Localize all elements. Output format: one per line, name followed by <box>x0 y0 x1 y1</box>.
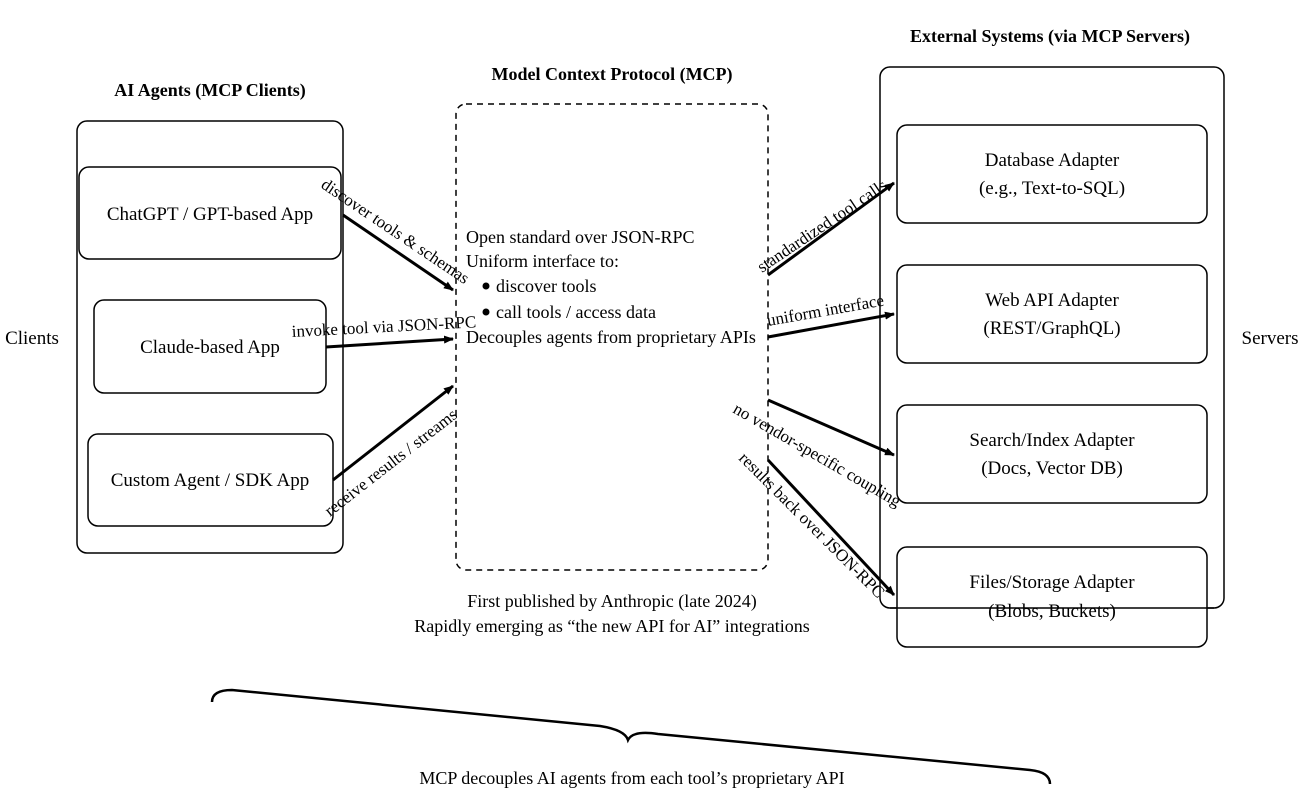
adapter-title-search: Search/Index Adapter <box>969 430 1135 451</box>
mcp-note-line-1: First published by Anthropic (late 2024) <box>467 591 756 612</box>
arrow-discover <box>342 213 454 292</box>
adapter-subtitle-database: (e.g., Text-to-SQL) <box>979 178 1125 199</box>
client-label-custom: Custom Agent / SDK App <box>111 470 309 491</box>
bullet-icon <box>482 282 490 290</box>
mcp-text-line-5: Decouples agents from proprietary APIs <box>466 327 756 347</box>
clients-side-label: Clients <box>5 328 59 349</box>
mcp-text-bullet-1: discover tools <box>496 276 597 296</box>
brace-caption: MCP decouples AI agents from each tool’s… <box>419 768 844 788</box>
adapter-box-webapi <box>896 264 1208 364</box>
bottom-brace <box>210 688 1052 785</box>
adapter-title-files: Files/Storage Adapter <box>969 572 1135 593</box>
adapter-box-search <box>896 404 1208 504</box>
arrow-no-vendor <box>767 398 895 457</box>
mcp-text-bullet-2: call tools / access data <box>496 302 656 322</box>
mcp-note-line-2: Rapidly emerging as “the new API for AI”… <box>414 616 810 636</box>
client-label-claude: Claude-based App <box>140 337 280 358</box>
clients-group-box <box>76 120 344 554</box>
edge-label-receive: receive results / streams <box>321 405 461 520</box>
arrow-results-back <box>766 458 896 597</box>
edge-label-uniform: uniform interface <box>765 291 885 330</box>
arrow-standardized <box>767 181 895 277</box>
bullet-icon <box>482 308 490 316</box>
adapter-title-webapi: Web API Adapter <box>985 290 1119 311</box>
adapter-box-files <box>896 546 1208 648</box>
arrow-receive <box>332 384 454 482</box>
client-box-chatgpt <box>78 166 342 260</box>
mcp-text-line-1: Open standard over JSON-RPC <box>466 227 694 247</box>
adapter-title-database: Database Adapter <box>985 150 1120 171</box>
arrow-invoke <box>325 335 454 349</box>
mcp-text-line-2: Uniform interface to: <box>466 251 619 271</box>
clients-group-title: AI Agents (MCP Clients) <box>114 80 306 101</box>
adapter-subtitle-webapi: (REST/GraphQL) <box>983 318 1120 339</box>
adapter-box-database <box>896 124 1208 224</box>
client-label-chatgpt: ChatGPT / GPT-based App <box>107 204 313 225</box>
adapter-subtitle-files: (Blobs, Buckets) <box>988 601 1116 622</box>
arrow-uniform <box>767 311 895 339</box>
adapter-subtitle-search: (Docs, Vector DB) <box>981 458 1123 479</box>
servers-side-label: Servers <box>1242 328 1299 349</box>
servers-group-title: External Systems (via MCP Servers) <box>910 26 1190 47</box>
edge-label-standardized: standardized tool calls <box>754 176 891 277</box>
mcp-group-title: Model Context Protocol (MCP) <box>491 64 732 85</box>
